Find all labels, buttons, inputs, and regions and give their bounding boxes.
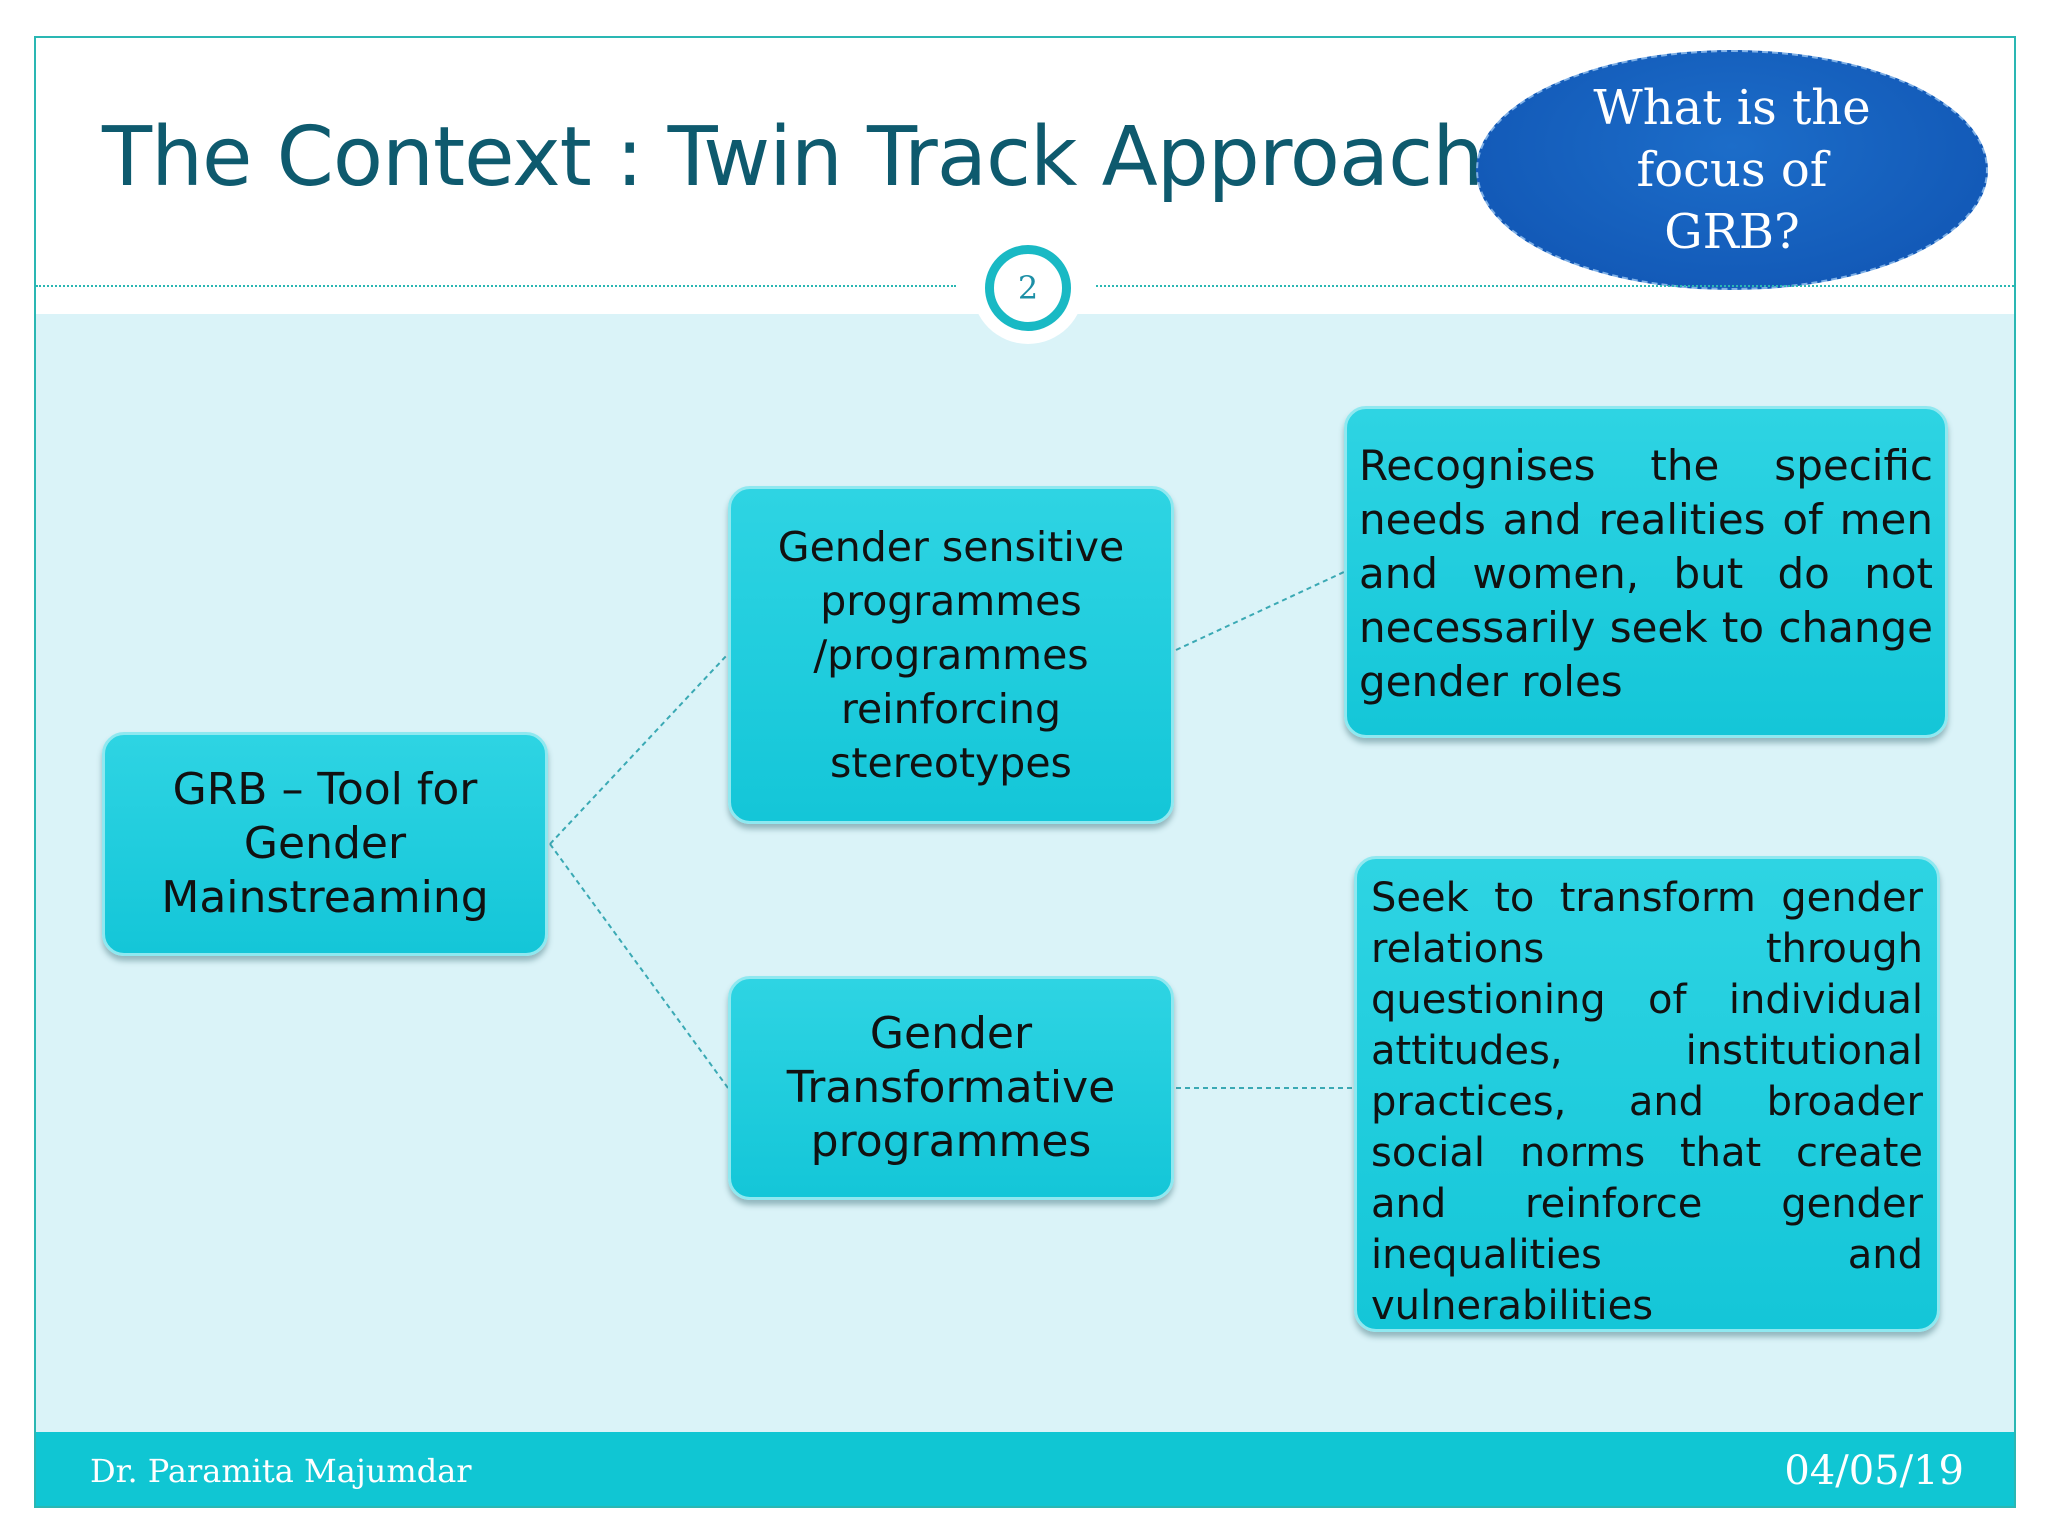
slide-header: The Context : Twin Track Approach What i… <box>36 38 2014 314</box>
connector-root-to-sensitive <box>549 653 729 845</box>
header-divider-right <box>1096 285 2014 287</box>
node-seek-text: Seek to transform gender relations throu… <box>1371 875 1923 1329</box>
node-gender-transformative: Gender Transformative programmes <box>728 976 1174 1200</box>
footer-date: 04/05/19 <box>1784 1448 1964 1494</box>
node-recognises-description: Recognises the specific needs and realit… <box>1344 406 1948 738</box>
slide-title: The Context : Twin Track Approach <box>102 110 1484 205</box>
connector-root-to-transformative <box>549 843 729 1089</box>
node-gender-transformative-text: Gender Transformative programmes <box>786 1008 1116 1167</box>
node-gender-sensitive: Gender sensitive programmes /programmes … <box>728 486 1174 824</box>
node-grb-tool: GRB – Tool for Gender Mainstreaming <box>102 732 548 956</box>
connector-sensitive-to-recognises <box>1175 571 1345 651</box>
header-divider-left <box>36 285 956 287</box>
footer-author: Dr. Paramita Majumdar <box>90 1452 472 1490</box>
node-recognises-text: Recognises the specific needs and realit… <box>1359 441 1933 706</box>
node-grb-tool-text: GRB – Tool for Gender Mainstreaming <box>161 764 489 923</box>
focus-callout: What is the focus of GRB? <box>1476 50 1988 290</box>
callout-text: What is the focus of GRB? <box>1593 80 1871 260</box>
node-seek-description: Seek to transform gender relations throu… <box>1354 856 1940 1332</box>
page-number: 2 <box>985 245 1071 331</box>
slide-footer: Dr. Paramita Majumdar 04/05/19 <box>36 1432 2014 1506</box>
slide: The Context : Twin Track Approach What i… <box>34 36 2016 1508</box>
connector-lines <box>549 571 1354 1089</box>
node-gender-sensitive-text: Gender sensitive programmes /programmes … <box>777 523 1125 787</box>
page-number-badge: 2 <box>972 232 1084 344</box>
